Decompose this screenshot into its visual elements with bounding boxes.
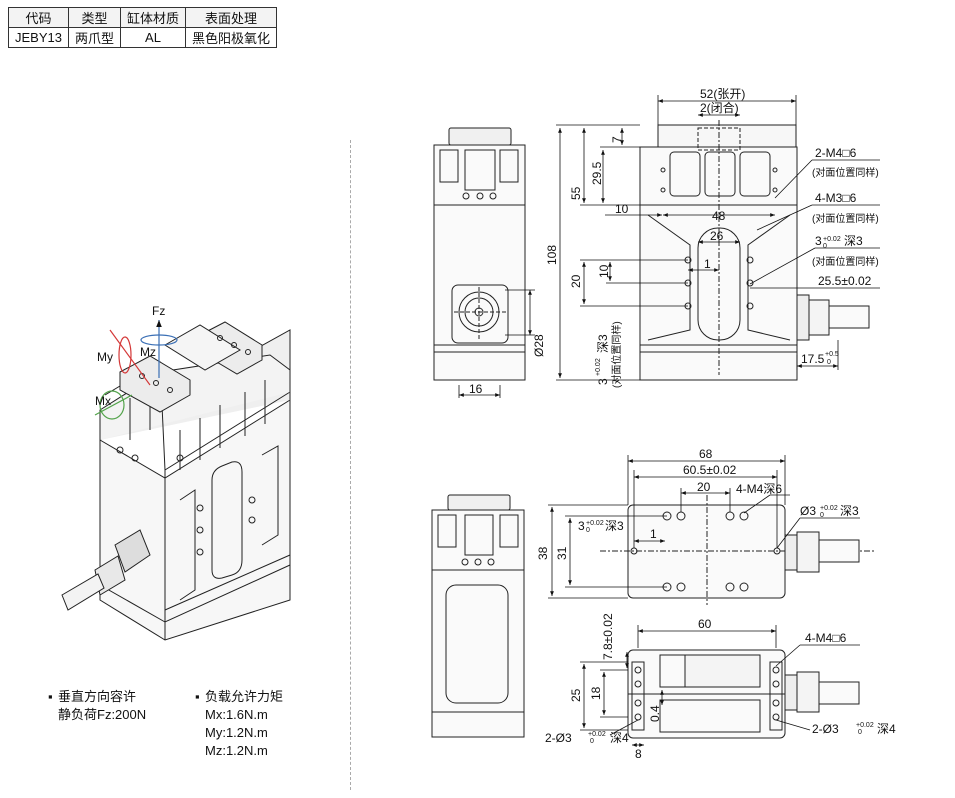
dim-29-5: 29.5 [590,161,604,185]
dim-17-5: 17.5 [801,352,825,366]
side-view-dims [458,289,535,398]
cell-surface: 黑色阳极氧化 [185,27,278,48]
callout-hole-top-tol: +0.02 [820,505,838,512]
callout-bottom-hole-left-tol-low: 0 [590,738,594,745]
dim-7: 7 [610,136,624,143]
side-view-lower [431,494,525,738]
dim-108: 108 [545,245,559,265]
dim-25-5: 25.5±0.02 [818,274,872,288]
dim-10-mid: 10 [597,264,611,278]
callout-same-1: (对面位置同样) [812,166,879,179]
cell-code: JEBY13 [8,27,69,48]
callout-bottom-hole-left: 2-Ø3 [545,731,572,745]
header-material: 缸体材质 [119,7,187,28]
dim-0-4: 0.4 [648,705,662,722]
dim-48: 48 [712,209,726,223]
left-hole-label: 3 [578,519,585,533]
left-hole-depth: 深3 [605,519,624,533]
bullet-icon: ▪ [48,689,53,704]
header-code: 代码 [8,7,69,28]
dim-20-top: 20 [697,480,711,494]
moment-title: 负载允许力矩 [205,689,284,704]
front-view [639,120,870,381]
load-axes: Fz Mz My Mx [94,304,178,420]
callout-bottom-hole-right: 2-Ø3 [812,722,839,736]
cell-material: AL [119,27,187,48]
dim-60: 60 [698,617,712,631]
vertical-load-note: ▪ 垂直方向容许 静负荷Fz:200N [48,688,146,724]
moment-note: ▪ 负载允许力矩 Mx:1.6N.m My:1.2N.m Mz:1.2N.m [195,688,283,760]
top-view-dims [548,455,860,599]
mx-label: Mx [95,394,111,408]
side-hole-same: (对面位置同样) [610,321,623,388]
dim-1: 1 [704,257,711,271]
moment-my: My:1.2N.m [205,725,268,740]
side-hole-label: 3 [596,378,610,385]
mz-label: Mz [140,345,156,359]
my-label: My [97,350,113,364]
dim-26: 26 [710,229,724,243]
callout-bottom-hole-left-depth: 深4 [610,731,629,745]
fz-label: Fz [152,304,165,318]
cell-type: 两爪型 [67,27,122,48]
bullet-icon: ▪ [195,689,200,704]
bottom-view [627,649,860,739]
callout-bottom-hole-right-tol: +0.02 [856,722,874,729]
callout-bottom-m4: 4-M4□6 [805,631,847,645]
callout-same-3: (对面位置同样) [812,255,879,268]
bottom-view-dims [580,625,860,747]
left-hole-tol: +0.02 [586,520,604,527]
section-divider [350,140,351,790]
dim-18: 18 [589,686,603,700]
dim-7-8: 7.8±0.02 [601,613,615,660]
callout-4-m4-depth: 4-M4深6 [736,482,782,496]
front-view-dims [556,95,880,381]
dim-17-5-tol: +0.5 [825,351,839,358]
callout-hole-top: Ø3 [800,504,816,518]
callout-2-m4: 2-M4□6 [815,146,857,160]
dim-2-closed: 2(闭合) [700,100,739,115]
side-hole-depth: 深3 [596,334,610,353]
left-hole-tol-low: 0 [586,527,590,534]
vertical-load-title: 垂直方向容许 [58,689,137,704]
dim-60-5: 60.5±0.02 [683,463,737,477]
callout-hole-top-depth: 深3 [840,504,859,518]
callout-hole-top-tol-low: 0 [820,512,824,519]
callout-bottom-hole-right-tol-low: 0 [858,729,862,736]
vertical-load-value: 静负荷Fz:200N [58,707,147,722]
callout-bottom-hole-left-tol: +0.02 [588,731,606,738]
side-hole-tol: +0.02 [595,358,602,376]
callout-hole-3-depth: 深3 [844,234,863,248]
side-view [433,127,526,381]
callout-hole-3-tol: +0.02 [823,236,841,243]
moment-mx: Mx:1.6N.m [205,707,268,722]
callout-hole-3-tol-low: 0 [823,243,827,250]
dim-20: 20 [569,274,583,288]
dim-8: 8 [635,747,642,761]
spec-table-row: JEBY13 两爪型 AL 黑色阳极氧化 [8,27,278,48]
dim-17-5-tol-low: 0 [827,359,831,366]
dim-1-top: 1 [650,527,657,541]
dim-28: Ø28 [532,334,546,357]
dim-68: 68 [699,447,713,461]
isometric-view [61,321,291,641]
callout-4-m3: 4-M3□6 [815,191,857,205]
header-type: 类型 [67,7,122,28]
dim-16: 16 [469,382,483,396]
dim-10-left: 10 [615,202,629,216]
spec-table-header: 代码 类型 缸体材质 表面处理 [8,7,278,28]
moment-mz: Mz:1.2N.m [205,743,268,758]
dim-25: 25 [569,688,583,702]
callout-hole-3: 3 [815,234,822,248]
callout-bottom-hole-right-depth: 深4 [877,722,896,736]
callout-same-2: (对面位置同样) [812,212,879,225]
dim-31: 31 [555,546,569,560]
dim-52-open: 52(张开) [700,87,745,101]
dim-38: 38 [536,546,550,560]
dim-55: 55 [569,186,583,200]
spec-table: 代码 类型 缸体材质 表面处理 JEBY13 两爪型 AL 黑色阳极氧化 [8,7,278,48]
